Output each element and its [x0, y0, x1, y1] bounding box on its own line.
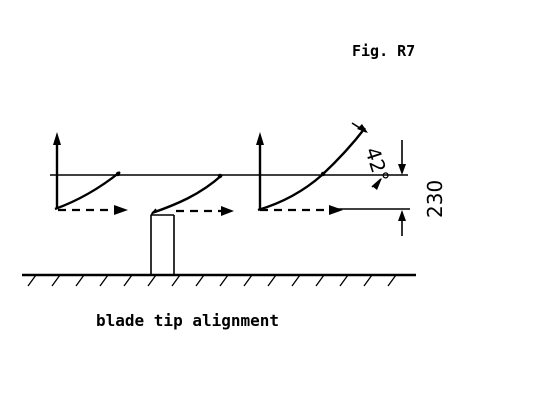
blade-1: [53, 132, 128, 215]
up-arrow-icon: [53, 132, 61, 145]
blade-curve-3: [257, 127, 366, 212]
angle-indicator: [351, 122, 382, 190]
blade-2: [151, 173, 234, 216]
dimension-230: [330, 140, 410, 236]
blade-tip-marker-2: [217, 173, 223, 179]
right-arrow-icon: [114, 205, 128, 215]
blade-curve-1: [54, 171, 121, 211]
right-arrow-icon: [329, 205, 343, 215]
blade-curve-2: [151, 174, 223, 215]
ground-hatching: [27, 274, 397, 287]
angle-label: 42°: [360, 144, 394, 185]
blade-tip-marker-3: [320, 171, 326, 177]
blade-tip-marker-1: [115, 171, 121, 177]
blade-3: [256, 127, 366, 215]
dimension-label: 230: [423, 180, 447, 218]
figure-number: Fig. R7: [352, 42, 415, 60]
measuring-post: [150, 208, 175, 275]
right-arrow-icon: [221, 206, 234, 216]
figure-caption: blade tip alignment: [96, 311, 279, 330]
up-arrow-icon: [256, 132, 264, 145]
